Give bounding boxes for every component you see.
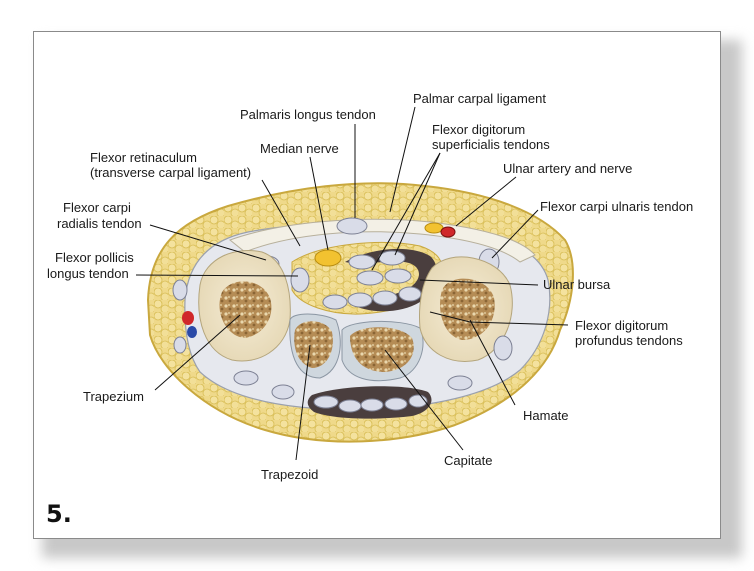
flexor-digitorum-tendons <box>322 250 422 310</box>
label-flexor-retinaculum-2: (transverse carpal ligament) <box>90 165 251 180</box>
radial-vessels <box>172 279 197 354</box>
figure-number: 5. <box>46 500 72 528</box>
capitate-bone <box>341 321 424 382</box>
label-flexor-pollicis-longus-2: longus tendon <box>47 266 129 281</box>
label-flexor-digitorum-profundus-1: Flexor digitorum <box>575 318 668 333</box>
flexor-pollicis-longus-tendon <box>290 267 310 293</box>
label-flexor-digitorum-profundus-2: profundus tendons <box>575 333 683 348</box>
label-palmaris-longus: Palmaris longus tendon <box>240 107 376 122</box>
label-flexor-pollicis-longus-1: Flexor pollicis <box>55 250 134 265</box>
dorsal-extensor-tendons <box>233 335 513 419</box>
label-flexor-retinaculum-1: Flexor retinaculum <box>90 150 197 165</box>
label-trapezium: Trapezium <box>83 389 144 404</box>
label-ulnar-artery-nerve: Ulnar artery and nerve <box>503 161 632 176</box>
label-flexor-carpi-radialis-2: radialis tendon <box>57 216 142 231</box>
label-hamate: Hamate <box>523 408 569 423</box>
palmaris-longus-tendon <box>336 217 368 235</box>
label-median-nerve: Median nerve <box>260 141 339 156</box>
leader-lines <box>135 106 569 461</box>
label-flexor-digitorum-superficialis-1: Flexor digitorum <box>432 122 525 137</box>
label-palmar-carpal-ligament: Palmar carpal ligament <box>413 91 546 106</box>
label-ulnar-bursa: Ulnar bursa <box>543 277 611 292</box>
label-flexor-carpi-radialis-1: Flexor carpi <box>63 200 131 215</box>
label-trapezoid: Trapezoid <box>261 467 318 482</box>
trapezoid-bone <box>289 313 341 379</box>
median-nerve <box>314 249 342 267</box>
label-flexor-digitorum-superficialis-2: superficialis tendons <box>432 137 550 152</box>
label-capitate: Capitate <box>444 453 492 468</box>
trapezium-bone <box>198 250 291 362</box>
ulnar-artery-and-nerve <box>424 222 456 238</box>
label-flexor-carpi-ulnaris: Flexor carpi ulnaris tendon <box>540 199 693 214</box>
